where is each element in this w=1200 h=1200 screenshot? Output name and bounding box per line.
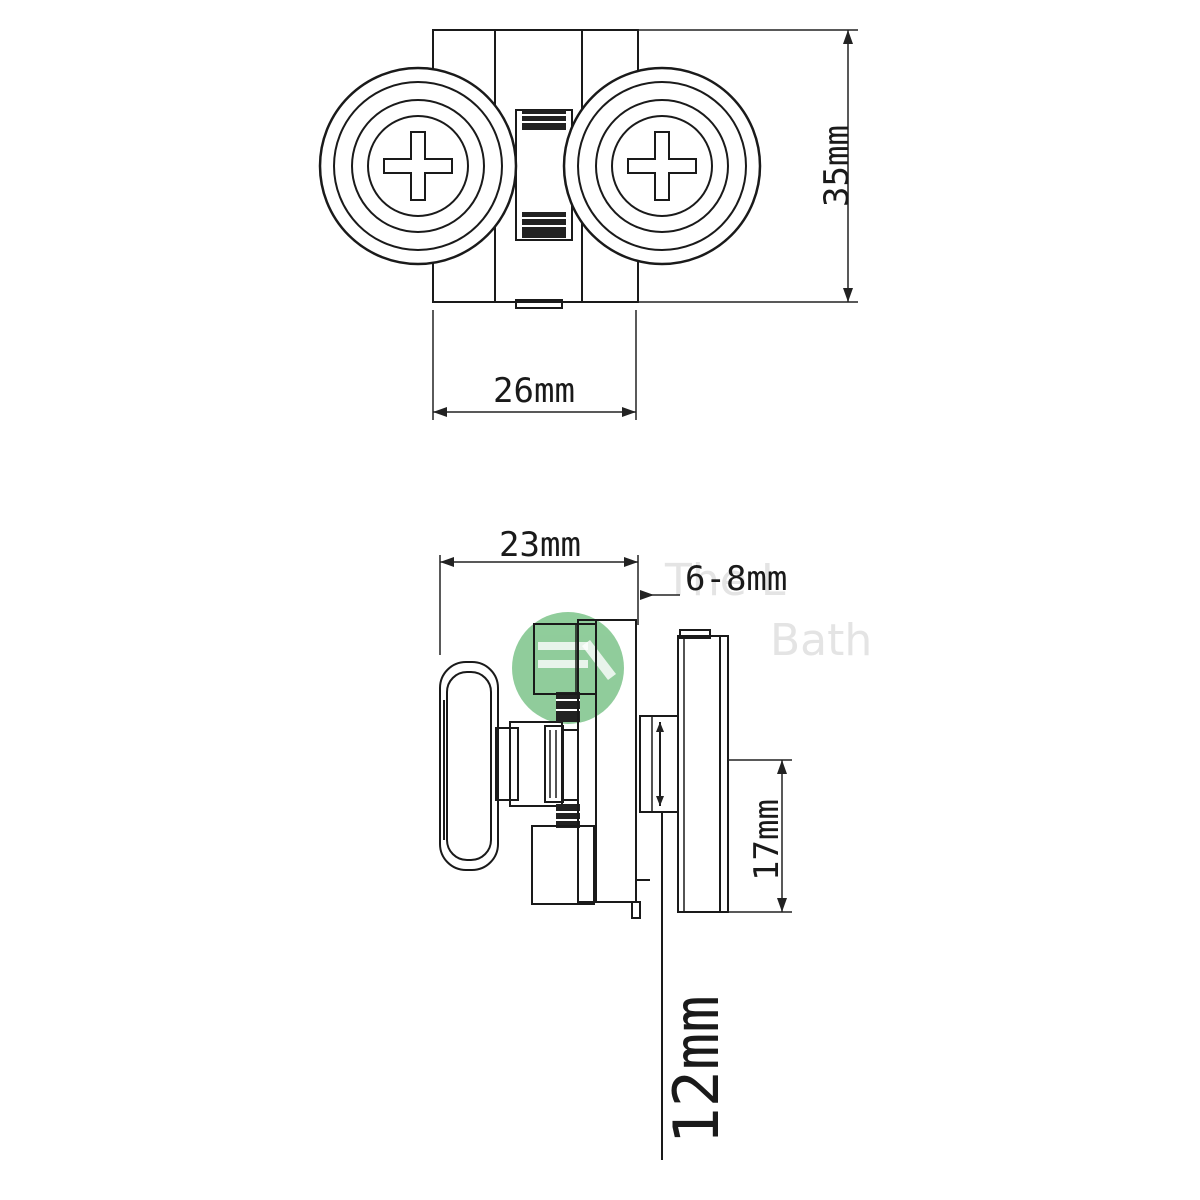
clamp-plate <box>677 635 729 913</box>
glass-range-label: 6-8mm <box>685 559 787 599</box>
watermark-text: The L <box>664 555 786 606</box>
side-wheel <box>439 661 499 871</box>
screw-cross-icon <box>627 131 697 201</box>
width-dimension-label: 26mm <box>493 371 575 411</box>
drop-dimension-label: 12mm <box>660 995 733 1144</box>
right-wheel <box>562 66 762 266</box>
left-wheel <box>318 66 518 266</box>
side-width-label: 23mm <box>499 525 581 565</box>
top-thread <box>522 110 566 238</box>
lower-block <box>531 825 595 905</box>
axle <box>495 721 579 807</box>
side-thread <box>556 692 580 828</box>
height-dimension-label: 35mm <box>817 125 857 207</box>
screw-cross-icon <box>383 131 453 201</box>
wheel-offset-label: 17mm <box>747 799 787 881</box>
watermark-text: Bath <box>770 615 872 666</box>
side-view: The L Bath 23mm 6-8mm <box>439 525 872 1160</box>
top-view: 35mm 26mm <box>318 29 858 420</box>
